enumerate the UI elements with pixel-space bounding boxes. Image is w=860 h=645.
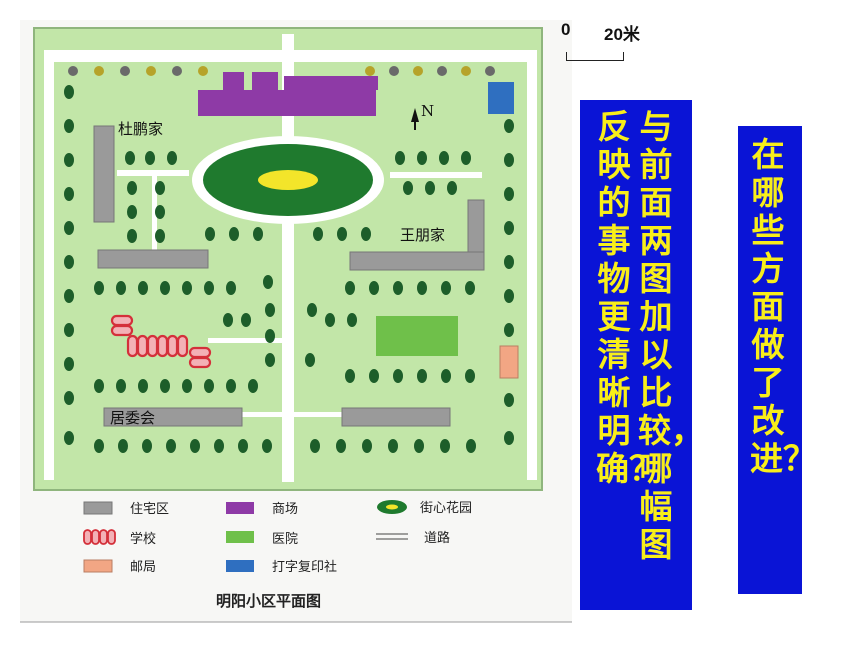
question-left-col2: 反映的事物更清晰明确？ — [596, 107, 662, 488]
flower-row — [68, 66, 495, 76]
trees — [64, 85, 514, 453]
building-east-low — [341, 407, 451, 427]
print-shop — [488, 82, 514, 114]
svg-text:邮局: 邮局 — [130, 560, 156, 575]
building-wang-peng-base — [349, 251, 485, 271]
svg-text:学校: 学校 — [130, 531, 156, 547]
question-left-col1: 与前面两图加以比较，哪幅图 — [638, 107, 704, 564]
label-wang-peng-home: 王朋家 — [400, 226, 445, 244]
map-title: 明阳小区平面图 — [216, 592, 321, 610]
scale-zero: 0 — [561, 20, 571, 39]
residential-buildings — [93, 125, 485, 427]
map-legend: 住宅区 商场 街心花园 学校 医院 道路 邮局 打字复印社 — [83, 500, 472, 575]
label-du-peng-home: 杜鹏家 — [118, 120, 163, 138]
building-du-peng — [93, 125, 115, 223]
school — [110, 314, 212, 369]
svg-text:道路: 道路 — [424, 530, 450, 546]
building-residents-committee — [103, 407, 243, 427]
svg-text:打字复印社: 打字复印社 — [272, 559, 337, 575]
question-box-right: 在哪些方面做了改进？ — [738, 126, 816, 594]
hospital — [376, 316, 458, 356]
svg-text:医院: 医院 — [272, 532, 298, 547]
building-west-mid — [97, 249, 209, 269]
svg-text:商场: 商场 — [272, 502, 298, 517]
scale-bar — [566, 52, 624, 61]
question-right-text: 在哪些方面做了改进？ — [750, 135, 816, 478]
label-residents-committee: 居委会 — [110, 409, 155, 427]
svg-text:街心花园: 街心花园 — [420, 500, 472, 516]
north-arrow: N — [411, 102, 434, 130]
mall — [198, 72, 378, 116]
svg-text:住宅区: 住宅区 — [130, 502, 169, 517]
garden-center — [258, 170, 318, 190]
map-figure: N — [20, 20, 572, 623]
question-box-left: 与前面两图加以比较，哪幅图 反映的事物更清晰明确？ — [580, 100, 704, 610]
svg-text:N: N — [421, 102, 434, 120]
scale-distance: 20米 — [604, 25, 640, 44]
post-office — [499, 345, 519, 379]
